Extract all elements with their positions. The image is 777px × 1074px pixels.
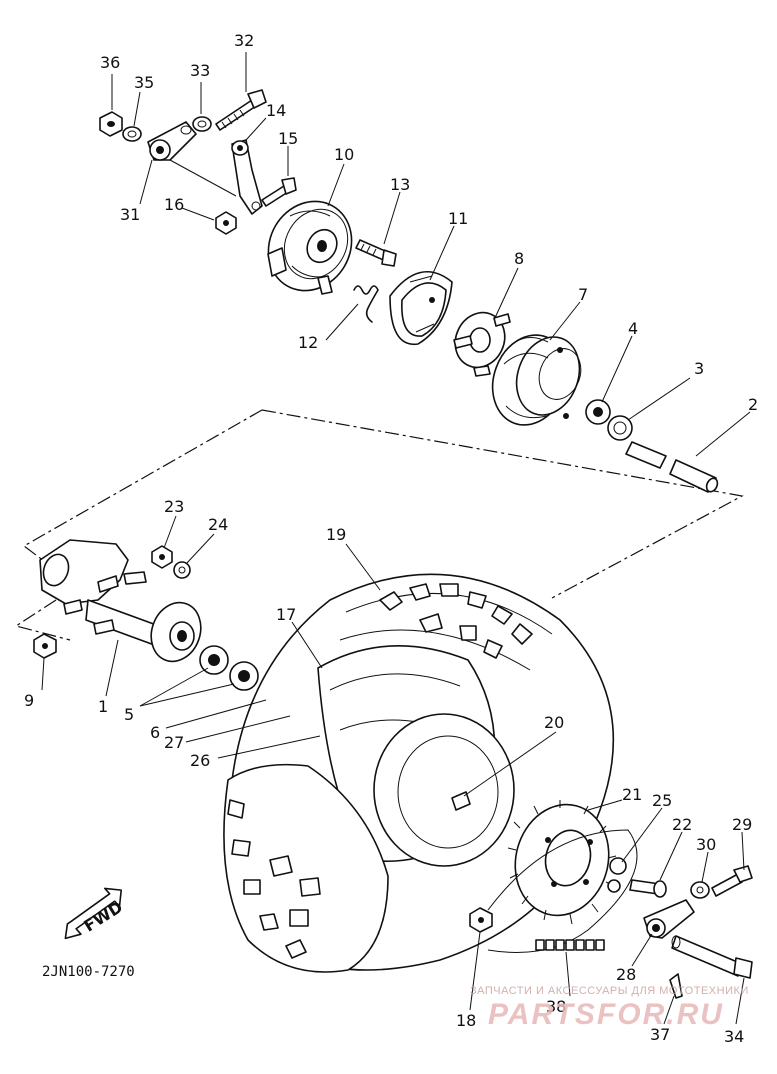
- callout-24: 24: [208, 515, 228, 534]
- callout-23: 23: [164, 497, 184, 516]
- callout-38: 38: [546, 997, 566, 1016]
- nut-25: [607, 857, 627, 893]
- washer-24: [173, 561, 191, 579]
- fwd-arrow-icon: FWD: [64, 887, 126, 940]
- callout-labels: 32 36 33 35 14 15 10 13 16 31 11 8 7 4 1…: [24, 31, 758, 1046]
- valve-20: [451, 791, 471, 811]
- nut-9: [33, 633, 57, 659]
- brake-shoes-11: [389, 270, 453, 345]
- callout-10: 10: [334, 145, 354, 164]
- washer-35: [122, 126, 142, 142]
- callout-29: 29: [732, 815, 752, 834]
- spring-12: [353, 285, 379, 323]
- washer-30: [690, 881, 710, 899]
- cotter-pin-37: [669, 973, 683, 999]
- callout-1: 1: [98, 697, 108, 716]
- callout-17: 17: [276, 605, 296, 624]
- watermark-tagline: ЗАПЧАСТИ И АКСЕССУАРЫ ДЛЯ МОТОТЕХНИКИ: [470, 985, 749, 997]
- callout-8: 8: [514, 249, 524, 268]
- callout-5: 5: [124, 705, 134, 724]
- cam-lever-14: [231, 139, 263, 215]
- bolt-29: [711, 865, 753, 897]
- wheel-hub-1: [39, 539, 202, 663]
- bearing-5a: [199, 645, 229, 675]
- callout-34: 34: [724, 1027, 744, 1046]
- brake-lever-31: [147, 121, 237, 197]
- callout-26: 26: [190, 751, 210, 770]
- callout-11: 11: [448, 209, 468, 228]
- callout-9: 9: [24, 691, 34, 710]
- bolt-32: [215, 89, 267, 131]
- nut-36: [99, 111, 123, 137]
- callout-2: 2: [748, 395, 758, 414]
- callout-19: 19: [326, 525, 346, 544]
- callout-3: 3: [694, 359, 704, 378]
- chain-puller-28: [643, 899, 695, 939]
- axle-34: [671, 935, 753, 979]
- callout-14: 14: [266, 101, 286, 120]
- collar-2: [625, 441, 719, 493]
- watermark-brand: PARTSFOR.RU: [488, 998, 724, 1031]
- callout-18: 18: [456, 1011, 476, 1030]
- oil-seal-3: [607, 415, 633, 441]
- callout-36: 36: [100, 53, 120, 72]
- watermark: ЗАПЧАСТИ И АКСЕССУАРЫ ДЛЯ МОТОТЕХНИКИ PA…: [470, 985, 749, 1031]
- rim-17: [317, 644, 515, 867]
- spacer-6: [229, 661, 259, 691]
- nut-16: [215, 211, 237, 235]
- callout-31: 31: [120, 205, 140, 224]
- bearing-4: [585, 399, 611, 425]
- nut-18: [469, 907, 493, 933]
- nut-33: [192, 116, 212, 132]
- callout-32: 32: [234, 31, 254, 50]
- bolt-15: [261, 177, 297, 207]
- callout-20: 20: [544, 713, 564, 732]
- callout-37: 37: [650, 1025, 670, 1044]
- callout-25: 25: [652, 791, 672, 810]
- callout-22: 22: [672, 815, 692, 834]
- hub-flange-8: [453, 311, 511, 377]
- leader-lines: [41, 52, 751, 1025]
- callout-12: 12: [298, 333, 318, 352]
- bolt-22: [629, 879, 667, 898]
- brake-drum-7: [491, 334, 582, 426]
- brake-panel-10: [267, 200, 353, 295]
- chain-38: [487, 829, 638, 953]
- tire-lower-half: [223, 763, 389, 973]
- callout-6: 6: [150, 723, 160, 742]
- callout-33: 33: [190, 61, 210, 80]
- callout-16: 16: [164, 195, 184, 214]
- callout-28: 28: [616, 965, 636, 984]
- callout-7: 7: [578, 285, 588, 304]
- callout-21: 21: [622, 785, 642, 804]
- callout-30: 30: [696, 835, 716, 854]
- callout-13: 13: [390, 175, 410, 194]
- callout-15: 15: [278, 129, 298, 148]
- callout-35: 35: [134, 73, 154, 92]
- callout-27: 27: [164, 733, 184, 752]
- callout-4: 4: [628, 319, 638, 338]
- drawing-code: 2JN100-7270: [42, 964, 135, 980]
- bolt-13: [355, 239, 397, 267]
- nut-23: [151, 545, 173, 569]
